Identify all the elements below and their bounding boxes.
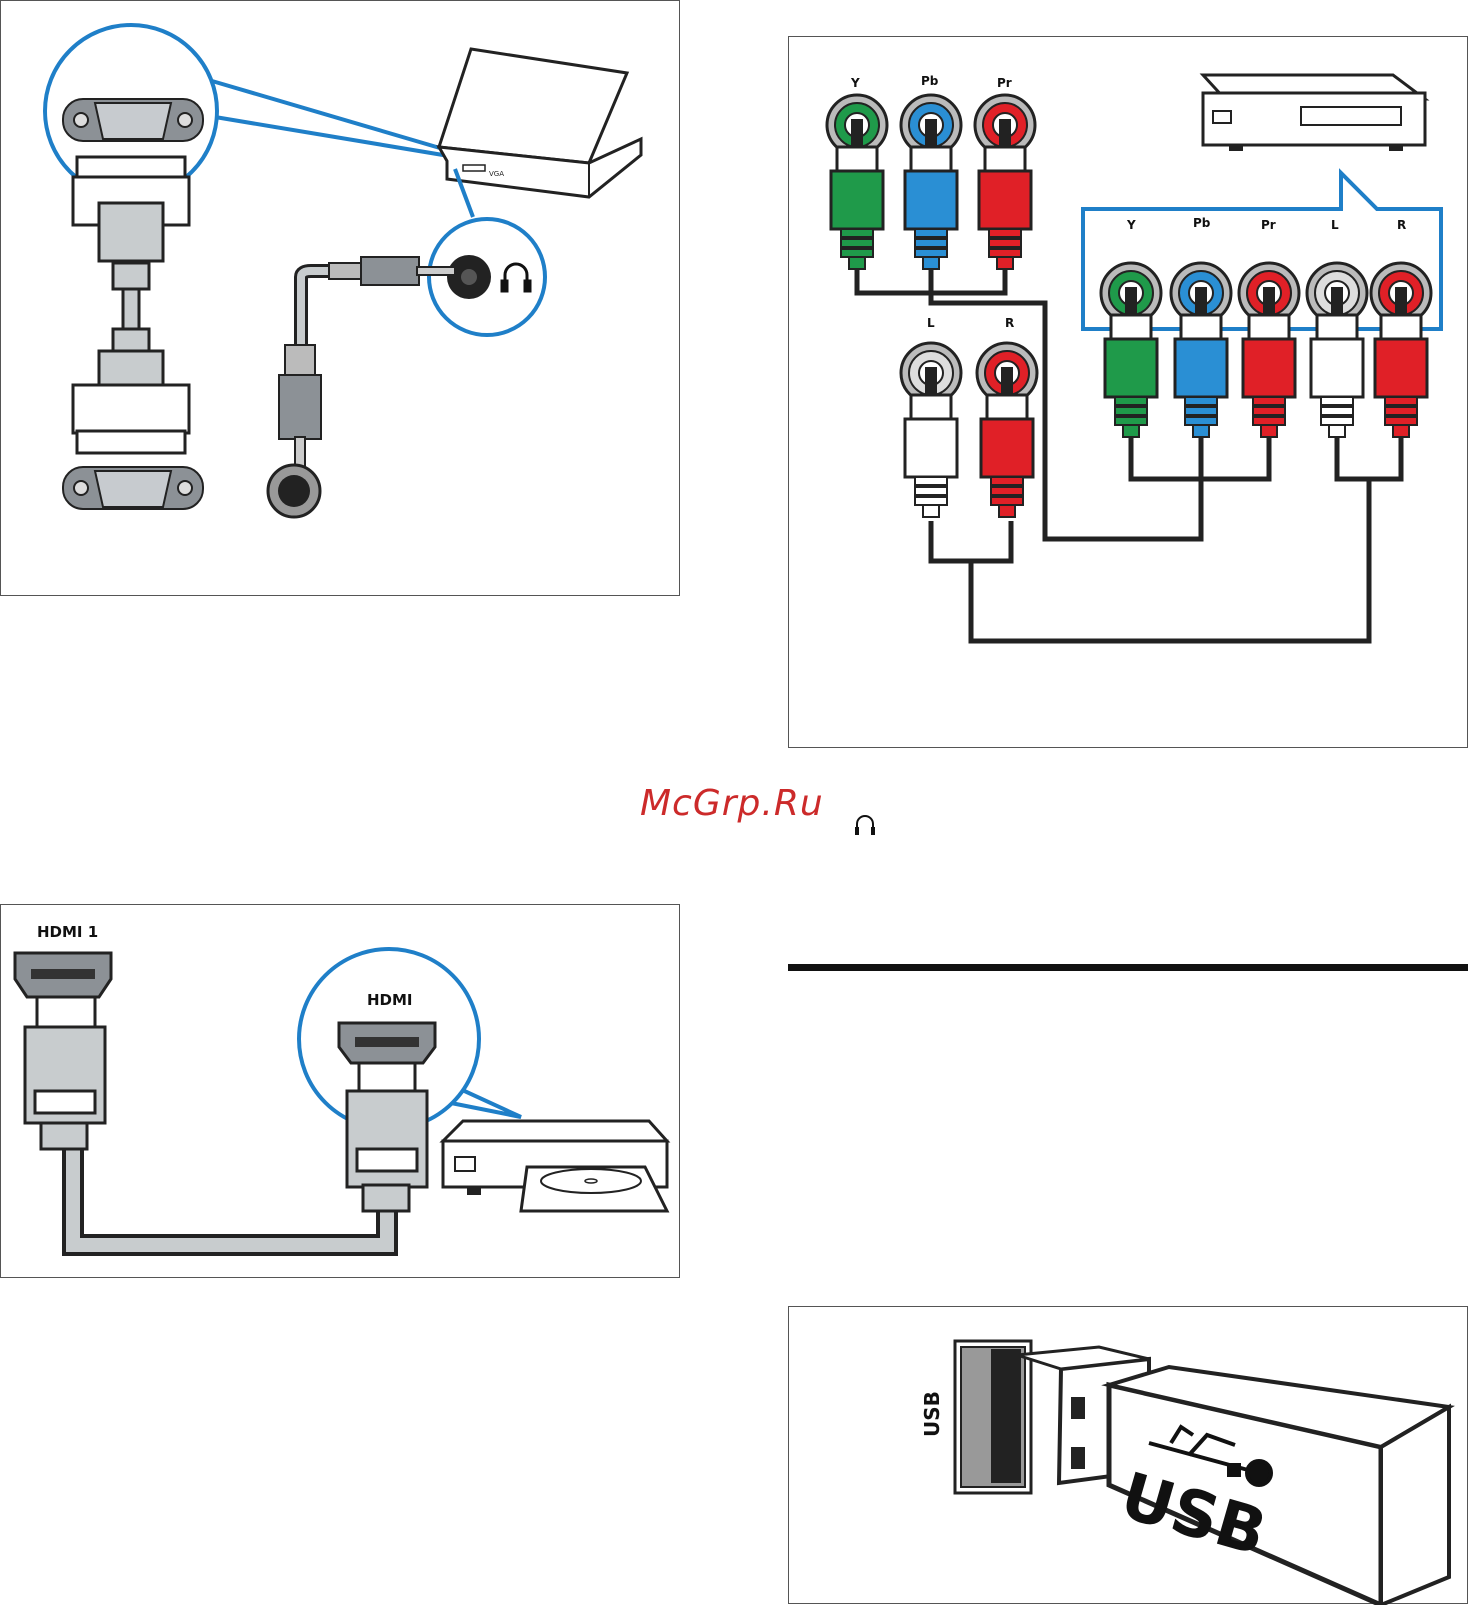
hdmi-plug-device [339,1023,435,1211]
usb-port-label: USB [920,1391,944,1437]
source-pb-plug [901,95,961,269]
hdmi-diagram: HDMI 1 HDMI [1,905,681,1279]
laptop-icon: VGA [439,49,641,197]
watermark-text: McGrp.Ru [640,783,824,824]
tv-pr-plug [1239,263,1299,437]
source-label-pr: Pr [997,76,1012,90]
hdmi-cable [73,1145,387,1245]
usb-stick-icon: USB [1017,1347,1449,1605]
usb-connection-panel: USB USB [788,1306,1468,1604]
source-label-y: Y [850,76,860,90]
audio-r-plug [977,343,1037,517]
audio-l-plug [901,343,961,517]
audio-label-r: R [1005,316,1014,330]
tv-y-plug [1101,263,1161,437]
hdmi-device-port-label: HDMI [367,991,413,1009]
tv-pb-plug [1171,263,1231,437]
usb-port-icon [955,1341,1031,1493]
tv-label-pb: Pb [1193,216,1211,230]
vga-cable-lower-plug [73,329,189,453]
audio-cable [268,257,455,517]
section-divider [788,964,1468,971]
headphone-icon [852,812,878,838]
vga-port-icon [63,99,203,141]
component-diagram: Y Pb Pr L R Y Pb Pr L R [789,37,1468,749]
vga-diagram: VGA [1,1,681,597]
laptop-vga-port-label: VGA [489,170,504,178]
source-y-plug [827,95,887,269]
source-label-pb: Pb [921,74,939,88]
vga-connection-panel: VGA [0,0,680,596]
tv-audio-r-plug [1371,263,1431,437]
tv-audio-l-plug [1307,263,1367,437]
tv-label-pr: Pr [1261,218,1276,232]
source-pr-plug [975,95,1035,269]
tv-label-r: R [1397,218,1406,232]
component-connection-panel: Y Pb Pr L R Y Pb Pr L R [788,36,1468,748]
hdmi-plug-tv [15,953,111,1149]
usb-diagram: USB USB [789,1307,1468,1605]
vga-port-tv-icon [63,467,203,509]
dvd-player-icon [443,1121,667,1211]
hdmi-tv-port-label: HDMI 1 [37,923,98,941]
tv-label-l: L [1331,218,1339,232]
tv-label-y: Y [1126,218,1136,232]
hdmi-connection-panel: HDMI 1 HDMI [0,904,680,1278]
vga-cable-upper-plug [73,157,189,329]
audio-label-l: L [927,316,935,330]
set-top-box-icon [1203,75,1425,151]
